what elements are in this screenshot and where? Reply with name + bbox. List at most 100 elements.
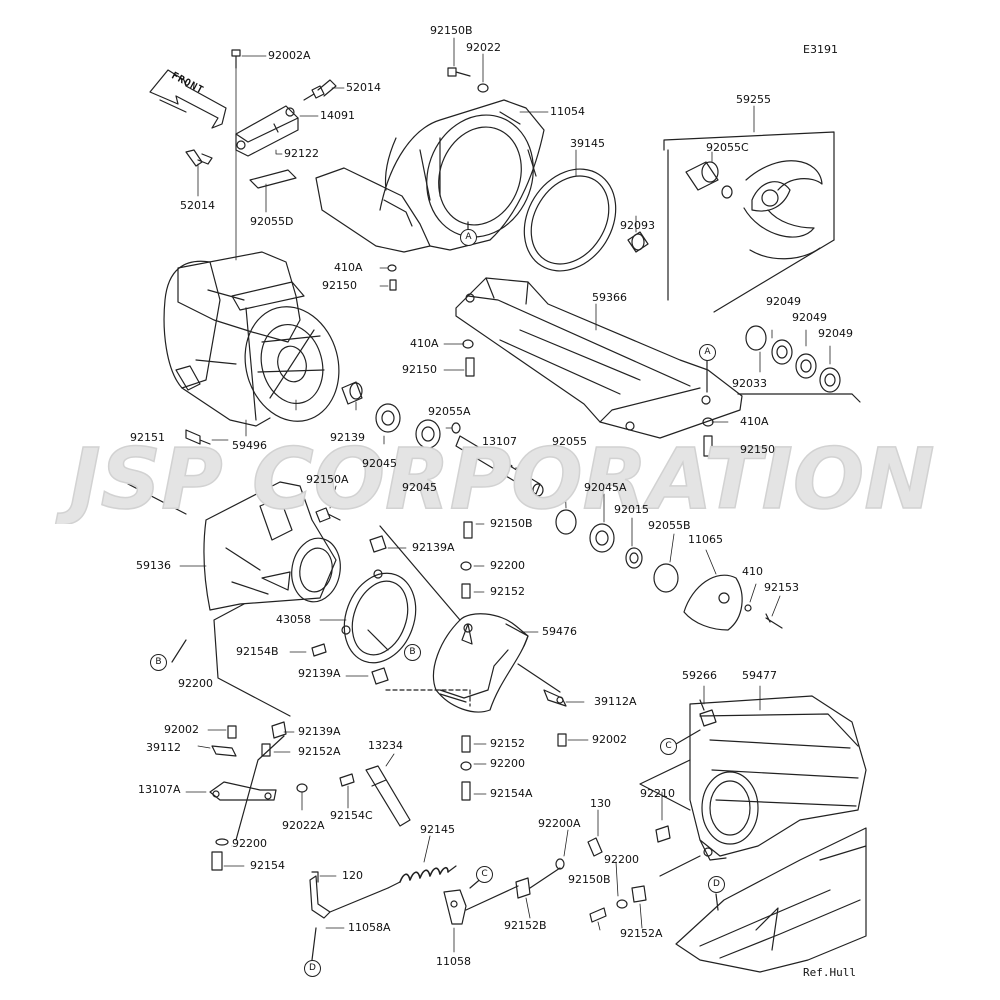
washer-92200-2 [460, 761, 472, 771]
o-ring-92055B [653, 563, 679, 593]
bushing-92139 [341, 381, 363, 405]
label-92055A: 92055A [428, 405, 471, 418]
label-92139A-3: 92139A [298, 725, 341, 738]
label-120: 120 [342, 869, 363, 882]
label-92002-left: 92002 [164, 723, 199, 736]
bolt-92002-left [227, 725, 237, 739]
label-59476: 59476 [542, 625, 577, 638]
gasket-92055D [249, 169, 297, 189]
bolt-92002-right [557, 733, 567, 747]
washer-92200-3 [215, 838, 229, 846]
label-92049-3: 92049 [818, 327, 853, 340]
washer-92022 [477, 83, 489, 93]
label-92049-2: 92049 [792, 311, 827, 324]
label-59366: 59366 [592, 291, 627, 304]
label-92152-1: 92152 [490, 585, 525, 598]
seal-bracket [737, 393, 861, 403]
washer-410A-2 [462, 339, 474, 349]
fitting-52014-top [303, 79, 337, 101]
label-92045-2: 92045 [402, 481, 437, 494]
label-39112A: 39112A [594, 695, 637, 708]
label-59136: 59136 [136, 559, 171, 572]
bolt-92151 [185, 429, 211, 445]
impeller-sleeve [685, 161, 719, 191]
label-92210: 92210 [640, 787, 675, 800]
label-92152-2: 92152 [490, 737, 525, 750]
label-92002-right: 92002 [592, 733, 627, 746]
label-92055: 92055 [552, 435, 587, 448]
circlip-92033 [745, 325, 767, 351]
label-92150-1: 92150 [322, 279, 357, 292]
label-92150-2: 92150 [402, 363, 437, 376]
label-11058: 11058 [436, 955, 471, 968]
bracket-11058A [309, 875, 389, 919]
label-92152B: 92152B [504, 919, 547, 932]
label-92154A: 92154A [490, 787, 533, 800]
label-92055C: 92055C [706, 141, 749, 154]
bolt-92154C [339, 773, 355, 787]
label-92200-3: 92200 [490, 757, 525, 770]
bolt-92002A [231, 49, 241, 69]
label-92154: 92154 [250, 859, 285, 872]
collar-92152-2 [461, 735, 471, 753]
drive-shaft-13107 [455, 435, 544, 497]
diagram-code: E3191 [803, 43, 838, 56]
label-52014-b: 52014 [180, 199, 215, 212]
label-92002A: 92002A [268, 49, 311, 62]
bolt-92154A [461, 781, 471, 801]
lever-13107A [209, 781, 277, 801]
shaft-13234 [365, 765, 411, 827]
label-92150B-bot: 92150B [568, 873, 611, 886]
label-13107: 13107 [482, 435, 517, 448]
ref-circle-D-1: D [708, 876, 725, 893]
washer-92200-1 [460, 561, 472, 571]
label-92022A: 92022A [282, 819, 325, 832]
label-92139A-1: 92139A [412, 541, 455, 554]
label-92154C: 92154C [330, 809, 373, 822]
impeller [743, 160, 823, 260]
label-92093: 92093 [620, 219, 655, 232]
impeller-bracket-59255 [663, 131, 835, 313]
lever-39112 [211, 745, 237, 757]
ref-circle-B-2: B [150, 654, 167, 671]
bolt-92153 [765, 613, 783, 629]
bushing-92139A-3 [271, 721, 287, 739]
spacer-92152B [515, 877, 531, 899]
label-92150B-top: 92150B [430, 24, 473, 37]
collar-92152A-1 [261, 743, 271, 757]
steering-nozzle-59477 [689, 695, 867, 861]
label-13107A: 13107A [138, 783, 181, 796]
pump-housing-59496 [163, 251, 340, 427]
ref-circle-D-2: D [304, 960, 321, 977]
label-11054: 11054 [550, 105, 585, 118]
bolt-92150-3 [703, 435, 713, 457]
label-92045A: 92045A [584, 481, 627, 494]
label-92139A-2: 92139A [298, 667, 341, 680]
pump-case-59366 [455, 277, 743, 439]
bolt-92150B-bot [589, 907, 607, 923]
seal-92049-3 [819, 367, 841, 393]
guide-line-92139A [385, 689, 471, 707]
label-410A-1: 410A [334, 261, 363, 274]
label-11065: 11065 [688, 533, 723, 546]
fitting-59266 [699, 699, 717, 727]
label-43058: 43058 [276, 613, 311, 626]
bolt-120 [311, 871, 319, 883]
seal-92049-1 [771, 339, 793, 365]
label-92150B-mid: 92150B [490, 517, 533, 530]
label-92152A-2: 92152A [620, 927, 663, 940]
o-ring-92055A [451, 422, 461, 434]
label-11058A: 11058A [348, 921, 391, 934]
ref-hull-label: Ref.Hull [803, 966, 856, 979]
label-92049-1: 92049 [766, 295, 801, 308]
o-ring-92055C [721, 185, 733, 199]
ref-circle-C-2: C [476, 866, 493, 883]
label-59255: 59255 [736, 93, 771, 106]
label-92055B: 92055B [648, 519, 691, 532]
bearing-92045-2 [415, 419, 441, 449]
deflector-59476 [432, 613, 529, 713]
bolt-130 [587, 837, 603, 857]
label-92033: 92033 [732, 377, 767, 390]
leader-lines [179, 37, 831, 953]
